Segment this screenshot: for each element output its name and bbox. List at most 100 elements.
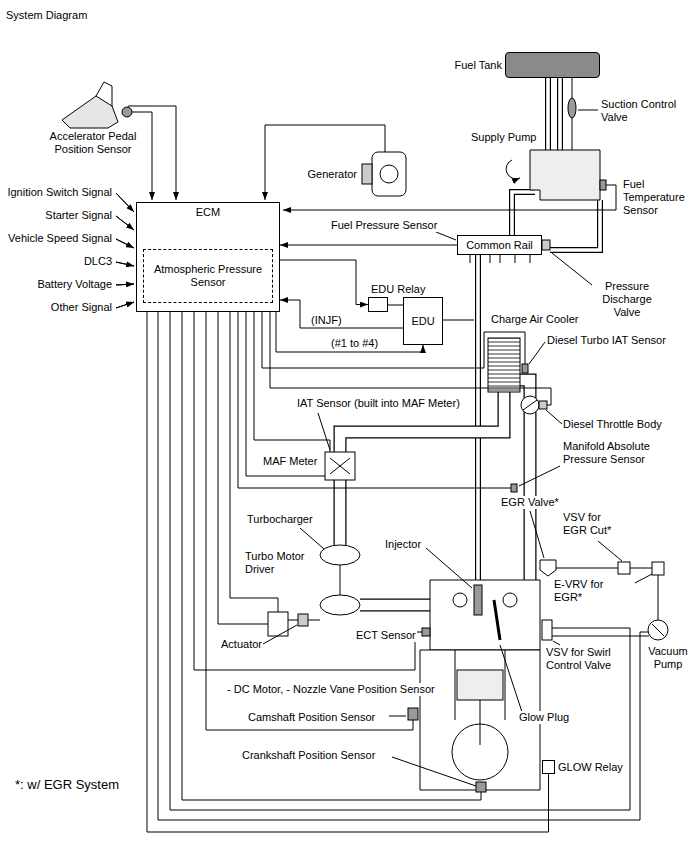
component-box: ECM Atmospheric Pressure Sensor bbox=[136, 202, 280, 312]
fuel-pipe bbox=[545, 78, 551, 150]
signal-wire bbox=[170, 312, 630, 810]
turbo-motor-driver bbox=[268, 612, 288, 636]
box-label: GLOW Relay bbox=[558, 761, 623, 774]
generator bbox=[372, 152, 406, 196]
egr-valve bbox=[540, 560, 556, 576]
signal-arrow bbox=[116, 284, 134, 285]
leader-line bbox=[426, 548, 472, 588]
leader-line bbox=[578, 110, 598, 111]
crankshaft-sensor bbox=[476, 782, 486, 792]
fuel-temperature-sensor bbox=[600, 180, 606, 190]
part-label: Turbo Motor Driver bbox=[244, 550, 316, 576]
fuel-pipe bbox=[557, 78, 563, 150]
leader-line bbox=[300, 528, 324, 549]
injector bbox=[474, 585, 482, 615]
accelerator-pedal bbox=[122, 107, 132, 117]
component-box: Atmospheric Pressure Sensor bbox=[143, 249, 273, 303]
box-label: ECM bbox=[196, 206, 220, 219]
signal-wire bbox=[206, 312, 413, 730]
part-label: DLC3 bbox=[83, 255, 113, 268]
leader-line bbox=[392, 757, 476, 786]
air-pipe bbox=[360, 600, 430, 611]
supply-pump bbox=[506, 160, 520, 179]
maf-meter bbox=[330, 458, 350, 474]
fuel-pipe bbox=[470, 255, 530, 263]
accelerator-pedal bbox=[62, 82, 132, 128]
suction-control-valve bbox=[568, 98, 576, 118]
egr-valve bbox=[540, 560, 556, 576]
map-sensor bbox=[511, 484, 517, 492]
part-label: Crankshaft Position Sensor bbox=[241, 749, 376, 762]
signal-arrow bbox=[116, 216, 134, 230]
throttle-body bbox=[521, 396, 547, 414]
air-pipe bbox=[340, 380, 530, 605]
fuel-pipe bbox=[476, 255, 480, 588]
fuel-pipe bbox=[558, 78, 562, 150]
accelerator-pedal bbox=[62, 96, 118, 128]
pressure-discharge-valve bbox=[542, 240, 550, 250]
vacuum-pump bbox=[648, 620, 668, 640]
vacuum-pump bbox=[652, 624, 664, 636]
leader-line bbox=[546, 410, 562, 424]
leader-line bbox=[519, 466, 560, 486]
part-label: Other Signal bbox=[50, 301, 113, 314]
pressure-discharge-valve bbox=[542, 240, 550, 250]
part-label: Pressure Discharge Valve bbox=[594, 280, 660, 319]
signal-arrow bbox=[116, 239, 134, 248]
part-label: Diesel Throttle Body bbox=[562, 418, 663, 431]
part-label: Injector bbox=[384, 538, 422, 551]
turbocharger bbox=[320, 595, 360, 615]
vsv-egr-cut bbox=[618, 562, 630, 574]
part-label: Suction Control Valve bbox=[600, 98, 684, 124]
component-box: GLOW Relay bbox=[542, 760, 555, 774]
part-label: Manifold Absolute Pressure Sensor bbox=[562, 440, 674, 466]
part-label: VSV for EGR Cut* bbox=[562, 511, 624, 537]
connector bbox=[280, 245, 457, 246]
accelerator-pedal bbox=[96, 82, 112, 106]
map-sensor bbox=[511, 484, 517, 492]
leader-line bbox=[552, 253, 592, 285]
part-label: MAF Meter bbox=[262, 455, 318, 468]
turbo-motor-driver bbox=[268, 612, 288, 636]
component-box: Fuel Tank bbox=[505, 52, 600, 78]
part-label: Diesel Turbo IAT Sensor bbox=[546, 334, 667, 347]
connector bbox=[276, 312, 423, 352]
signal-wire bbox=[158, 312, 648, 820]
air-pipe bbox=[360, 599, 430, 612]
leader-line bbox=[389, 716, 406, 717]
part-label: ECT Sensor bbox=[355, 629, 417, 642]
engine bbox=[453, 593, 467, 607]
charge-air-cooler bbox=[488, 338, 520, 392]
part-label: Charge Air Cooler bbox=[490, 313, 579, 326]
signal-arrow bbox=[116, 302, 134, 308]
connector bbox=[388, 305, 403, 306]
turbo-iat-sensor bbox=[522, 364, 528, 373]
fuel-pipe bbox=[546, 78, 550, 150]
part-label: *: w/ EGR System bbox=[14, 777, 120, 793]
engine bbox=[480, 700, 481, 745]
part-label: Vehicle Speed Signal bbox=[7, 232, 113, 245]
part-label: Camshaft Position Sensor bbox=[247, 711, 376, 724]
part-label: VSV for Swirl Control Valve bbox=[545, 646, 621, 672]
connector-label: (#1 to #4) bbox=[330, 337, 379, 350]
part-label: Glow Plug bbox=[518, 711, 570, 724]
actuator bbox=[298, 614, 308, 626]
throttle-body bbox=[539, 401, 547, 409]
signal-wire bbox=[194, 312, 422, 670]
generator bbox=[362, 164, 372, 184]
part-label: Supply Pump bbox=[470, 131, 537, 144]
crankshaft-sensor bbox=[476, 782, 486, 792]
leader-line bbox=[318, 413, 330, 450]
signal-wire bbox=[246, 312, 325, 476]
generator bbox=[380, 165, 398, 183]
signal-wire bbox=[218, 312, 268, 624]
engine bbox=[452, 724, 508, 780]
suction-control-valve bbox=[568, 98, 576, 118]
part-label: Starter Signal bbox=[44, 209, 113, 222]
fuel-pipe bbox=[475, 255, 481, 588]
part-label: Ignition Switch Signal bbox=[6, 186, 113, 199]
glow-plug bbox=[494, 600, 500, 640]
box-label: EDU Relay bbox=[371, 283, 425, 296]
part-label: IAT Sensor (built into MAF Meter) bbox=[296, 397, 461, 410]
